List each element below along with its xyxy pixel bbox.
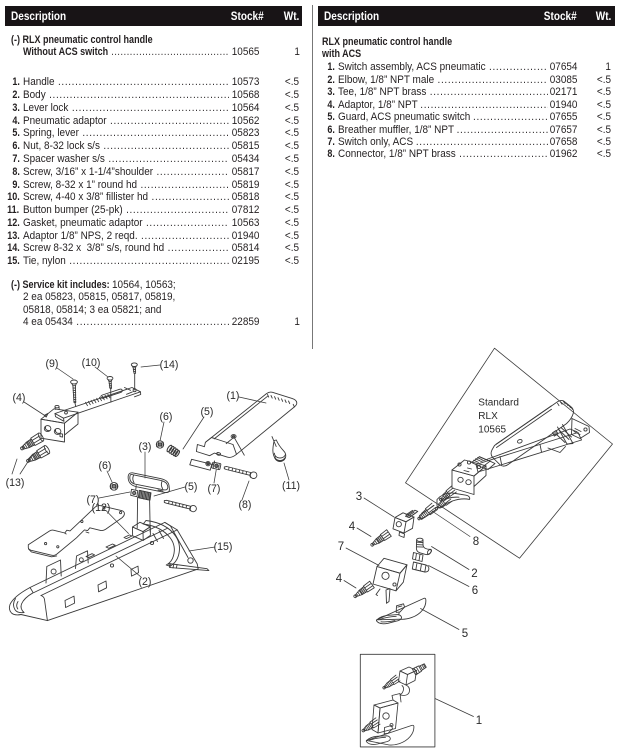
svg-text:3: 3 — [356, 491, 362, 503]
svg-text:(9): (9) — [46, 358, 59, 370]
svg-text:7: 7 — [338, 541, 344, 553]
svg-text:5: 5 — [462, 628, 468, 640]
svg-text:(4): (4) — [13, 392, 26, 404]
svg-text:(15): (15) — [214, 541, 233, 553]
svg-text:8: 8 — [473, 536, 479, 548]
svg-text:10565: 10565 — [478, 424, 506, 435]
svg-text:(2): (2) — [139, 576, 152, 588]
svg-text:(3): (3) — [139, 441, 152, 453]
svg-text:(14): (14) — [160, 359, 179, 371]
svg-text:(1): (1) — [227, 390, 240, 402]
svg-text:(5): (5) — [201, 406, 214, 418]
svg-text:6: 6 — [472, 585, 478, 597]
svg-text:(8): (8) — [239, 499, 252, 511]
svg-text:(7): (7) — [87, 494, 100, 506]
svg-text:4: 4 — [336, 573, 343, 585]
svg-text:(11): (11) — [282, 480, 300, 492]
svg-text:2: 2 — [471, 568, 477, 580]
svg-text:Standard: Standard — [478, 398, 519, 409]
svg-text:1: 1 — [476, 715, 482, 727]
svg-text:RLX: RLX — [478, 411, 498, 422]
svg-text:4: 4 — [349, 521, 356, 533]
svg-text:(7): (7) — [208, 483, 221, 495]
svg-text:(12): (12) — [92, 502, 111, 514]
svg-text:(5): (5) — [185, 481, 198, 493]
svg-text:(13): (13) — [6, 477, 25, 489]
svg-text:(10): (10) — [82, 357, 101, 369]
svg-text:(6): (6) — [99, 460, 112, 472]
svg-text:(6): (6) — [160, 411, 173, 423]
